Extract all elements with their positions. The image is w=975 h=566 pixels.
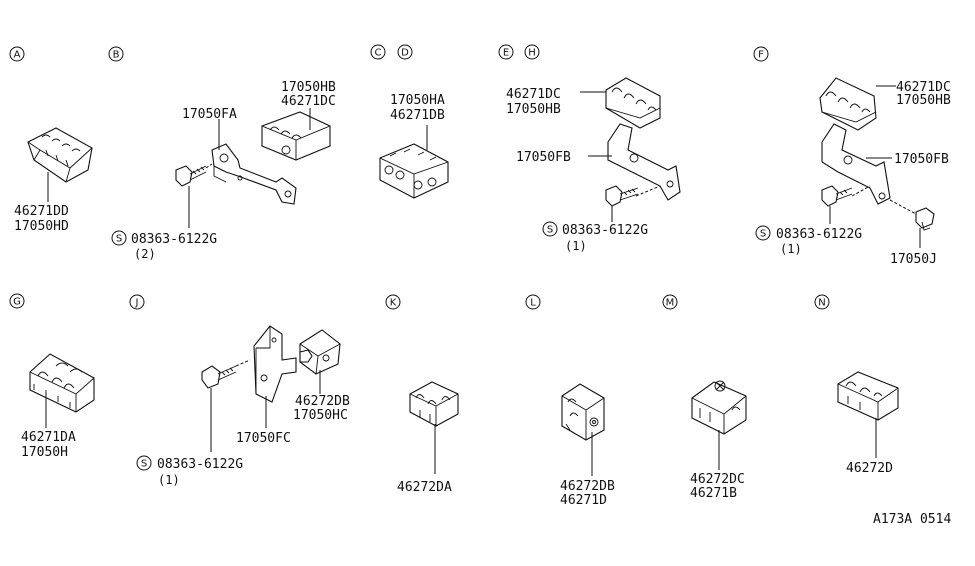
screw-symbol-eh: S (542, 221, 558, 237)
svg-text:S: S (760, 229, 766, 240)
part-label-46272db-l: 46272DB (560, 479, 615, 494)
part-label-46272db-j: 46272DB (295, 394, 350, 409)
screw-symbol-f: S (755, 225, 771, 241)
bracket-17050fc-drawing (253, 325, 297, 403)
screw-b-drawing (175, 163, 213, 187)
section-marker-n: N (814, 294, 830, 310)
part-label-17050j: 17050J (890, 252, 937, 267)
part-label-17050fb-eh: 17050FB (516, 150, 571, 165)
grommet-17050j-drawing (915, 207, 935, 231)
screw-f-drawing (821, 185, 853, 207)
svg-text:C: C (375, 48, 382, 59)
quantity-j: (1) (158, 473, 180, 487)
screw-symbol-b: S (111, 230, 127, 246)
screw-symbol-j: S (136, 455, 152, 471)
part-label-17050fb-f: 17050FB (894, 152, 949, 167)
clamp-46271dc-eh-drawing (605, 77, 661, 129)
svg-text:K: K (390, 298, 397, 309)
section-marker-f: F (753, 46, 769, 62)
part-label-screw-f: 08363-6122G (776, 227, 862, 242)
svg-text:J: J (135, 298, 139, 309)
bracket-17050fa-drawing (211, 143, 297, 205)
svg-text:F: F (758, 50, 764, 61)
part-label-17050fa: 17050FA (182, 107, 237, 122)
svg-text:B: B (113, 50, 120, 61)
bracket-17050fb-f-drawing (821, 123, 917, 215)
clamp-46272dc-drawing (691, 380, 747, 435)
screw-j-drawing (201, 359, 251, 389)
svg-text:H: H (528, 48, 536, 59)
svg-text:G: G (13, 297, 21, 308)
section-marker-h: H (524, 44, 540, 60)
clamp-46272db-j-drawing (299, 329, 341, 375)
figure-code: A173A 0514 (873, 512, 951, 527)
quantity-f: (1) (780, 242, 802, 256)
section-marker-e: E (498, 44, 514, 60)
part-label-17050ha: 17050HA (390, 93, 445, 108)
part-label-46271dc-b: 46271DC (281, 94, 336, 109)
section-marker-j: J (129, 294, 145, 310)
screw-eh-drawing (605, 185, 639, 207)
part-label-46271dd: 46271DD (14, 204, 69, 219)
section-marker-k: K (385, 294, 401, 310)
clamp-46271db-drawing (379, 143, 449, 199)
part-label-17050hb-eh: 17050HB (506, 102, 561, 117)
section-marker-c: C (370, 44, 386, 60)
part-label-46271dc-eh: 46271DC (506, 87, 561, 102)
section-marker-g: G (9, 293, 25, 309)
part-label-17050fc: 17050FC (236, 431, 291, 446)
part-label-46272da: 46272DA (397, 480, 452, 495)
svg-text:M: M (666, 298, 675, 309)
section-marker-d: D (397, 44, 413, 60)
part-label-17050hd: 17050HD (14, 219, 69, 234)
svg-text:D: D (401, 48, 409, 59)
section-marker-a: A (9, 46, 25, 62)
part-label-17050hb-f: 17050HB (896, 93, 951, 108)
part-label-46271db-cd: 46271DB (390, 108, 445, 123)
part-label-screw-j: 08363-6122G (157, 457, 243, 472)
svg-text:A: A (14, 50, 21, 61)
part-label-17050h: 17050H (21, 445, 68, 460)
svg-text:S: S (141, 459, 147, 470)
part-label-46271dc-f: 46271DC (896, 80, 951, 95)
part-label-46271b: 46271B (690, 486, 737, 501)
part-label-46272dc: 46272DC (690, 472, 745, 487)
clamp-46271dc-f-drawing (819, 77, 877, 131)
clamp-46271da-drawing (29, 353, 95, 413)
part-label-46271d: 46271D (560, 493, 607, 508)
section-marker-l: L (525, 294, 541, 310)
clamp-46272db-l-drawing (561, 383, 605, 441)
clamp-46272d-drawing (837, 371, 899, 421)
svg-text:S: S (116, 234, 122, 245)
clamp-46271dd-drawing (27, 127, 93, 183)
quantity-b: (2) (134, 247, 156, 261)
part-label-17050hc: 17050HC (293, 408, 348, 423)
section-marker-m: M (662, 294, 678, 310)
part-label-screw-eh: 08363-6122G (562, 223, 648, 238)
part-label-17050hb-b: 17050HB (281, 80, 336, 95)
section-marker-b: B (108, 46, 124, 62)
part-label-46272d: 46272D (846, 461, 893, 476)
svg-text:S: S (547, 225, 553, 236)
clamp-46272da-drawing (409, 381, 459, 427)
quantity-eh: (1) (565, 239, 587, 253)
svg-text:N: N (818, 298, 825, 309)
svg-text:E: E (503, 48, 509, 59)
part-label-screw-b: 08363-6122G (131, 232, 217, 247)
part-label-46271da: 46271DA (21, 430, 76, 445)
clamp-46271dc-b-drawing (261, 111, 331, 161)
bracket-17050fb-eh-drawing (607, 123, 681, 201)
svg-text:L: L (530, 298, 536, 309)
